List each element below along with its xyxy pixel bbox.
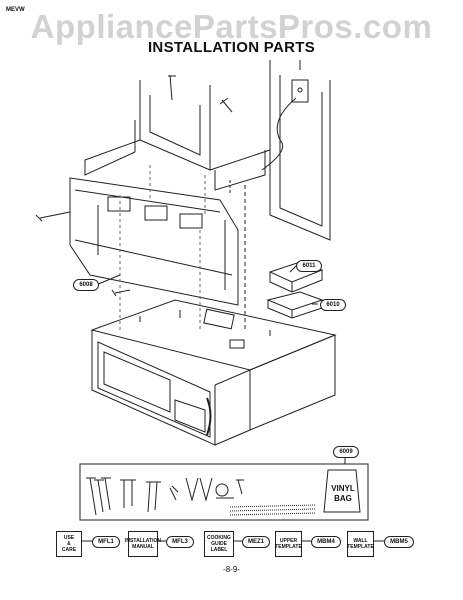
watermark: AppliancePartsPros.com bbox=[30, 8, 433, 45]
hardware-screws bbox=[86, 477, 244, 516]
model-code: MEVW bbox=[6, 7, 25, 13]
doc-box-upper-template: UPPER TEMPLATE bbox=[275, 531, 302, 557]
microwave-oven bbox=[90, 299, 337, 446]
doc-code-upper-template: MBM4 bbox=[311, 536, 341, 548]
toggle-bolt-strips bbox=[229, 504, 316, 516]
mounting-plate bbox=[35, 177, 239, 306]
doc-code-use-care: MFL1 bbox=[92, 536, 120, 548]
page-number: -8-9- bbox=[223, 565, 240, 574]
accessory-frame bbox=[79, 463, 369, 521]
wall-cabinet bbox=[84, 60, 331, 241]
doc-box-installation-manual: INSTALLATION MANUAL bbox=[125, 531, 161, 557]
callout-6010: 6010 bbox=[320, 299, 346, 311]
vinyl-bag-label: VINYL BAG bbox=[331, 484, 355, 503]
callout-6009: 6009 bbox=[333, 446, 359, 458]
doc-box-cooking-guide-label: COOKING GUIDE LABEL bbox=[204, 531, 234, 557]
doc-box-use-care: USE & CARE bbox=[56, 531, 82, 557]
callout-6011: 6011 bbox=[296, 260, 322, 272]
doc-box-wall-template: WALL TEMPLATE bbox=[347, 531, 374, 557]
duct-part-6011 bbox=[268, 261, 324, 293]
vinyl-bag bbox=[323, 469, 361, 513]
duct-part-6010 bbox=[266, 291, 324, 319]
doc-code-wall-template: MBM5 bbox=[384, 536, 414, 548]
power-outlet bbox=[244, 79, 309, 330]
bolt-icon bbox=[219, 97, 233, 113]
screw-top bbox=[168, 74, 176, 101]
callout-6008: 6008 bbox=[73, 279, 99, 291]
doc-code-installation-manual: MFL3 bbox=[166, 536, 194, 548]
page-title: INSTALLATION PARTS bbox=[147, 39, 316, 56]
doc-code-cooking-guide-label: MEZ1 bbox=[242, 536, 270, 548]
